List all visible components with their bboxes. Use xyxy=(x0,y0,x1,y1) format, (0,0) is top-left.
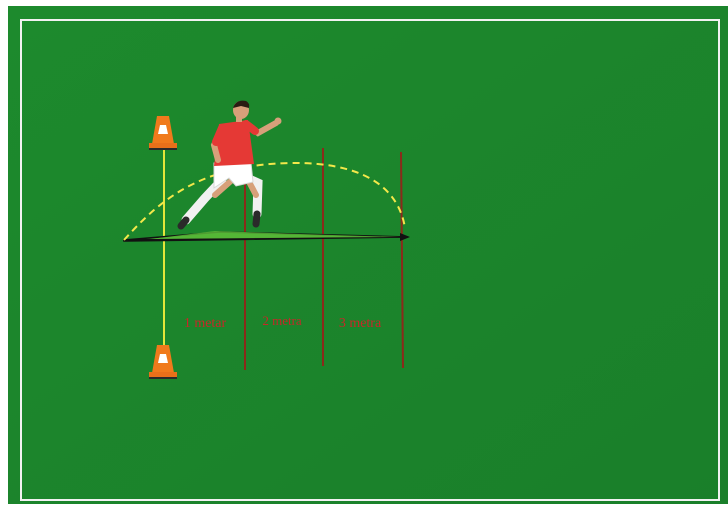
zone-label-3: 3 metra xyxy=(339,316,382,331)
zone-label-2: 2 metra xyxy=(262,313,302,328)
zone-label-1: 1 metar xyxy=(184,316,227,331)
pitch-background xyxy=(8,6,728,504)
